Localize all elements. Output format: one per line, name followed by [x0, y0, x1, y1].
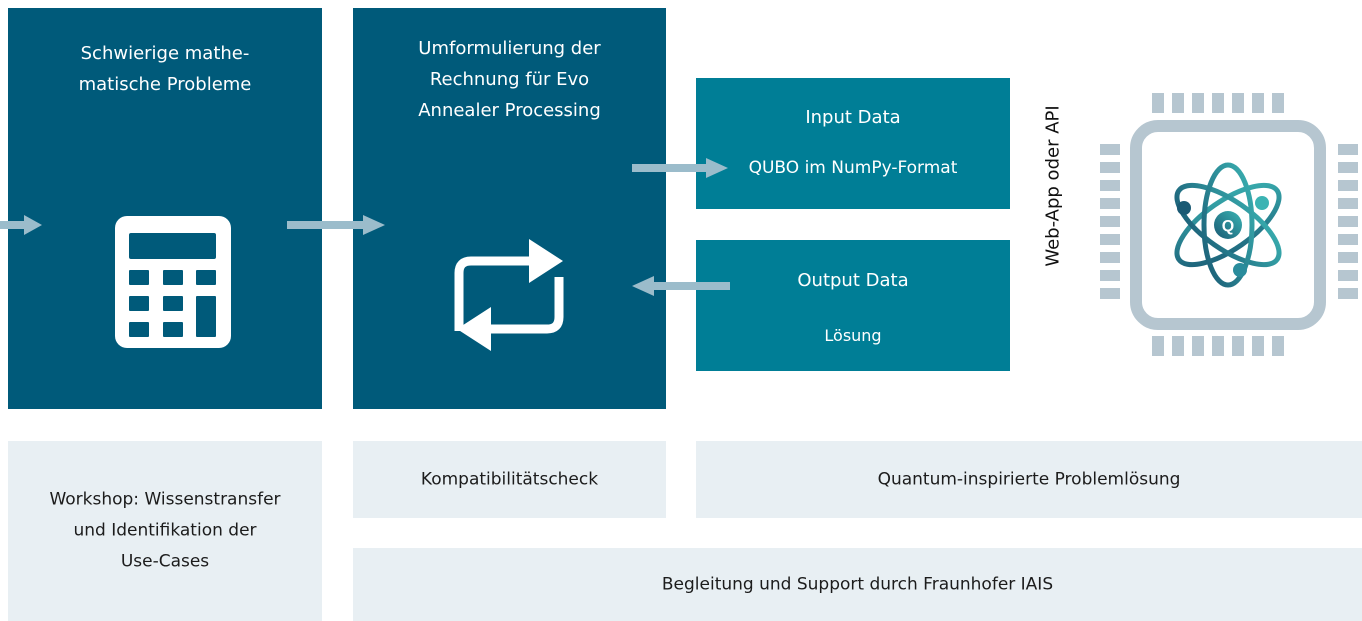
input-data-subtitle: QUBO im NumPy-Format: [748, 158, 958, 178]
svg-text:Q: Q: [1222, 218, 1234, 235]
quantum-chip-icon: Q: [1100, 93, 1358, 356]
reformulation-box: Umformulierung der Rechnung für Evo Anne…: [353, 8, 666, 409]
arrow-into-problems: [0, 215, 42, 235]
output-data-subtitle: Lösung: [824, 326, 882, 345]
repeat-arrows-icon: [454, 239, 564, 351]
output-data-box: Output Data Lösung: [696, 240, 1010, 371]
interface-label: Web-App oder API: [1042, 105, 1064, 267]
arrow-to-input-data: [632, 158, 728, 178]
support-phase: Begleitung und Support durch Fraunhofer …: [353, 548, 1362, 621]
support-phase-label: Begleitung und Support durch Fraunhofer …: [661, 574, 1054, 594]
workshop-phase: Workshop: Wissenstransfer und Identifika…: [8, 441, 322, 621]
compatibility-phase: Kompatibilitätscheck: [353, 441, 666, 518]
quantum-phase-label: Quantum-inspirierte Problemlösung: [877, 469, 1181, 489]
problems-title: Schwierige mathe- matische Probleme: [78, 43, 252, 95]
compatibility-phase-label: Kompatibilitätscheck: [420, 469, 599, 489]
arrow-problems-to-reformulation: [287, 215, 385, 235]
workshop-phase-label: Workshop: Wissenstransfer und Identifika…: [49, 489, 281, 572]
input-data-box: Input Data QUBO im NumPy-Format: [696, 78, 1010, 209]
reformulation-title: Umformulierung der Rechnung für Evo Anne…: [418, 38, 601, 121]
arrow-from-output-data: [632, 276, 730, 296]
output-data-title: Output Data: [797, 270, 909, 291]
calculator-icon: [115, 216, 231, 348]
quantum-phase: Quantum-inspirierte Problemlösung: [696, 441, 1362, 518]
input-data-title: Input Data: [805, 107, 901, 128]
problems-box: Schwierige mathe- matische Probleme: [8, 8, 322, 409]
